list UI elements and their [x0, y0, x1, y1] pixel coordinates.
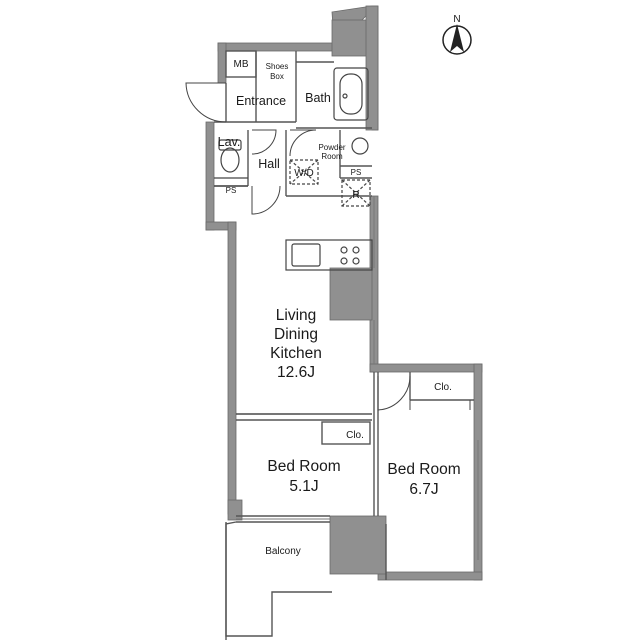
shoes-box-label-1: Shoes	[266, 62, 289, 71]
shoes-box-label-2: Box	[270, 72, 284, 81]
ldk-label-2: Dining	[274, 326, 318, 343]
room-labels: MB Shoes Box Entrance Bath Lav. Hall Pow…	[218, 59, 461, 557]
north-label: N	[453, 14, 460, 25]
balcony-label: Balcony	[265, 546, 301, 557]
bath-label: Bath	[305, 91, 331, 105]
ldk-label-3: Kitchen	[270, 345, 322, 362]
lav-label: Lav.	[218, 135, 241, 149]
powder-room-label-1: Powder	[318, 143, 345, 152]
bedroom2-label-1: Bed Room	[387, 461, 460, 478]
closet-center-label: Clo.	[346, 430, 364, 441]
exterior-walls	[205, 5, 483, 581]
windows	[236, 196, 479, 560]
closet-right-label: Clo.	[434, 382, 452, 393]
bedroom2-label-2: 6.7J	[409, 481, 438, 498]
ldk-label-4: 12.6J	[277, 364, 315, 381]
wd-label: W/D	[294, 168, 313, 179]
hall-label: Hall	[258, 157, 280, 171]
mb-label: MB	[234, 59, 249, 70]
refrigerator-label: R	[352, 190, 359, 201]
powder-room-label-2: Room	[321, 152, 343, 161]
bedroom1-label-1: Bed Room	[267, 458, 340, 475]
ps-left-label: PS	[226, 186, 237, 195]
north-arrow-icon: N	[442, 14, 472, 55]
ldk-label-1: Living	[276, 307, 317, 324]
ps-right-label: PS	[351, 168, 362, 177]
entrance-label: Entrance	[236, 94, 286, 108]
fixtures	[214, 67, 373, 271]
doors	[185, 82, 471, 415]
bedroom1-label-2: 5.1J	[289, 478, 318, 495]
